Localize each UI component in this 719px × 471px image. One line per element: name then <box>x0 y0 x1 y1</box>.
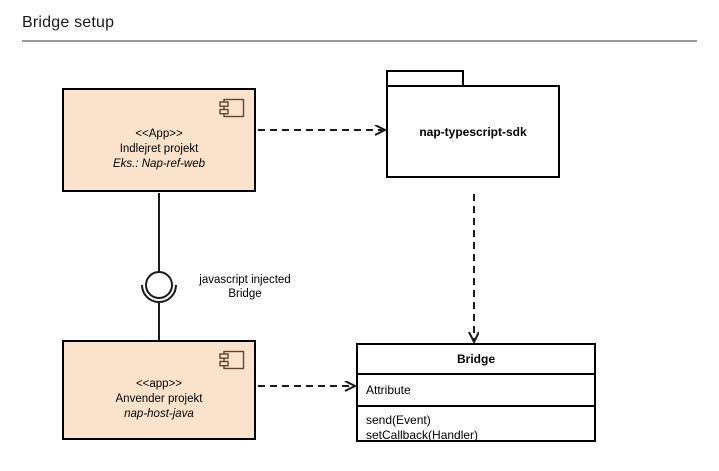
required-interface-socket <box>141 284 177 303</box>
component-embedded-role: Indlejret projekt <box>119 142 199 155</box>
component-embedded-instance: Eks.: Nap-ref-web <box>112 157 206 170</box>
component-embedded-stereotype: <<App>> <box>135 127 183 140</box>
package-label: nap-typescript-sdk <box>419 124 527 139</box>
package-body: nap-typescript-sdk <box>386 85 560 178</box>
package-tab <box>386 70 464 86</box>
component-host-label: <<app>> Anvender projekt nap-host-java <box>116 359 203 422</box>
component-embedded-project[interactable]: <<App>> Indlejret projekt Eks.: Nap-ref-… <box>62 88 256 192</box>
assembly-label-line2: Bridge <box>228 288 262 300</box>
assembly-label-line1: javascript injected <box>199 274 291 286</box>
page-title: Bridge setup <box>22 14 115 31</box>
edge-assembly-connector <box>141 193 177 341</box>
component-embedded-label: <<App>> Indlejret projekt Eks.: Nap-ref-… <box>113 109 205 172</box>
class-bridge-operation-setcallback: setCallback(Handler) <box>366 428 479 442</box>
assembly-connector-label: javascript injected Bridge <box>185 273 305 301</box>
component-host-role: Anvender projekt <box>115 392 203 405</box>
title-divider <box>22 40 697 42</box>
uml-component-icon <box>219 98 245 118</box>
uml-component-icon <box>219 350 245 370</box>
component-host-project[interactable]: <<app>> Anvender projekt nap-host-java <box>62 340 256 440</box>
class-bridge-attribute: Attribute <box>358 375 594 407</box>
component-host-instance: nap-host-java <box>124 407 194 420</box>
class-bridge[interactable]: Bridge Attribute send(Event) setCallback… <box>356 343 596 442</box>
component-host-stereotype: <<app>> <box>135 377 183 390</box>
class-bridge-name: Bridge <box>358 345 594 375</box>
class-bridge-operation-send: send(Event) <box>366 413 431 427</box>
package-nap-typescript-sdk[interactable]: nap-typescript-sdk <box>386 70 560 178</box>
class-bridge-operations: send(Event) setCallback(Handler) <box>358 407 594 443</box>
provided-interface-ball <box>145 271 173 299</box>
